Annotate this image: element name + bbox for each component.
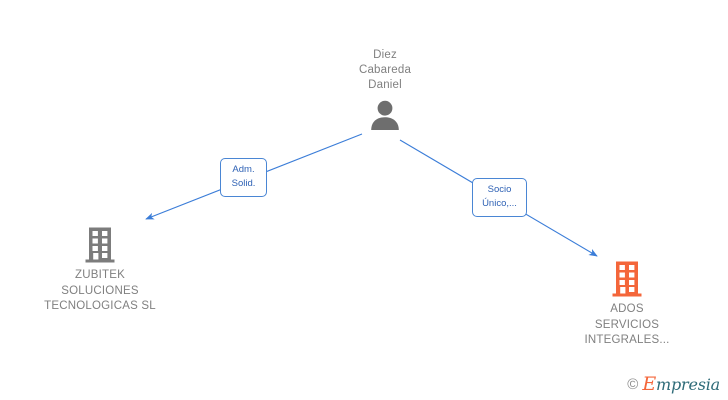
person-name-label: Diez Cabareda Daniel — [358, 49, 412, 91]
brand-initial: E — [642, 373, 656, 395]
node-company-ados[interactable]: ADOS SERVICIOS INTEGRALES... — [532, 260, 722, 349]
watermark: © Empresia — [627, 375, 720, 394]
edge-label-adm-solid[interactable]: Adm. Solid. — [220, 158, 267, 197]
building-icon — [612, 261, 642, 297]
person-icon — [371, 100, 399, 130]
brand-name: Empresia — [642, 375, 720, 394]
node-company-zubitek[interactable]: ZUBITEK SOLUCIONES TECNOLOGICAS SL — [5, 226, 195, 315]
copyright-icon: © — [627, 376, 639, 393]
company-name-label: ZUBITEK SOLUCIONES TECNOLOGICAS SL — [44, 269, 156, 312]
company-name-label: ADOS SERVICIOS INTEGRALES... — [584, 303, 670, 346]
building-icon — [85, 227, 115, 263]
edge-label-socio-unico[interactable]: Socio Único,... — [472, 178, 527, 217]
node-person[interactable]: Diez Cabareda Daniel — [305, 48, 465, 130]
brand-rest: mpresia — [656, 375, 720, 394]
